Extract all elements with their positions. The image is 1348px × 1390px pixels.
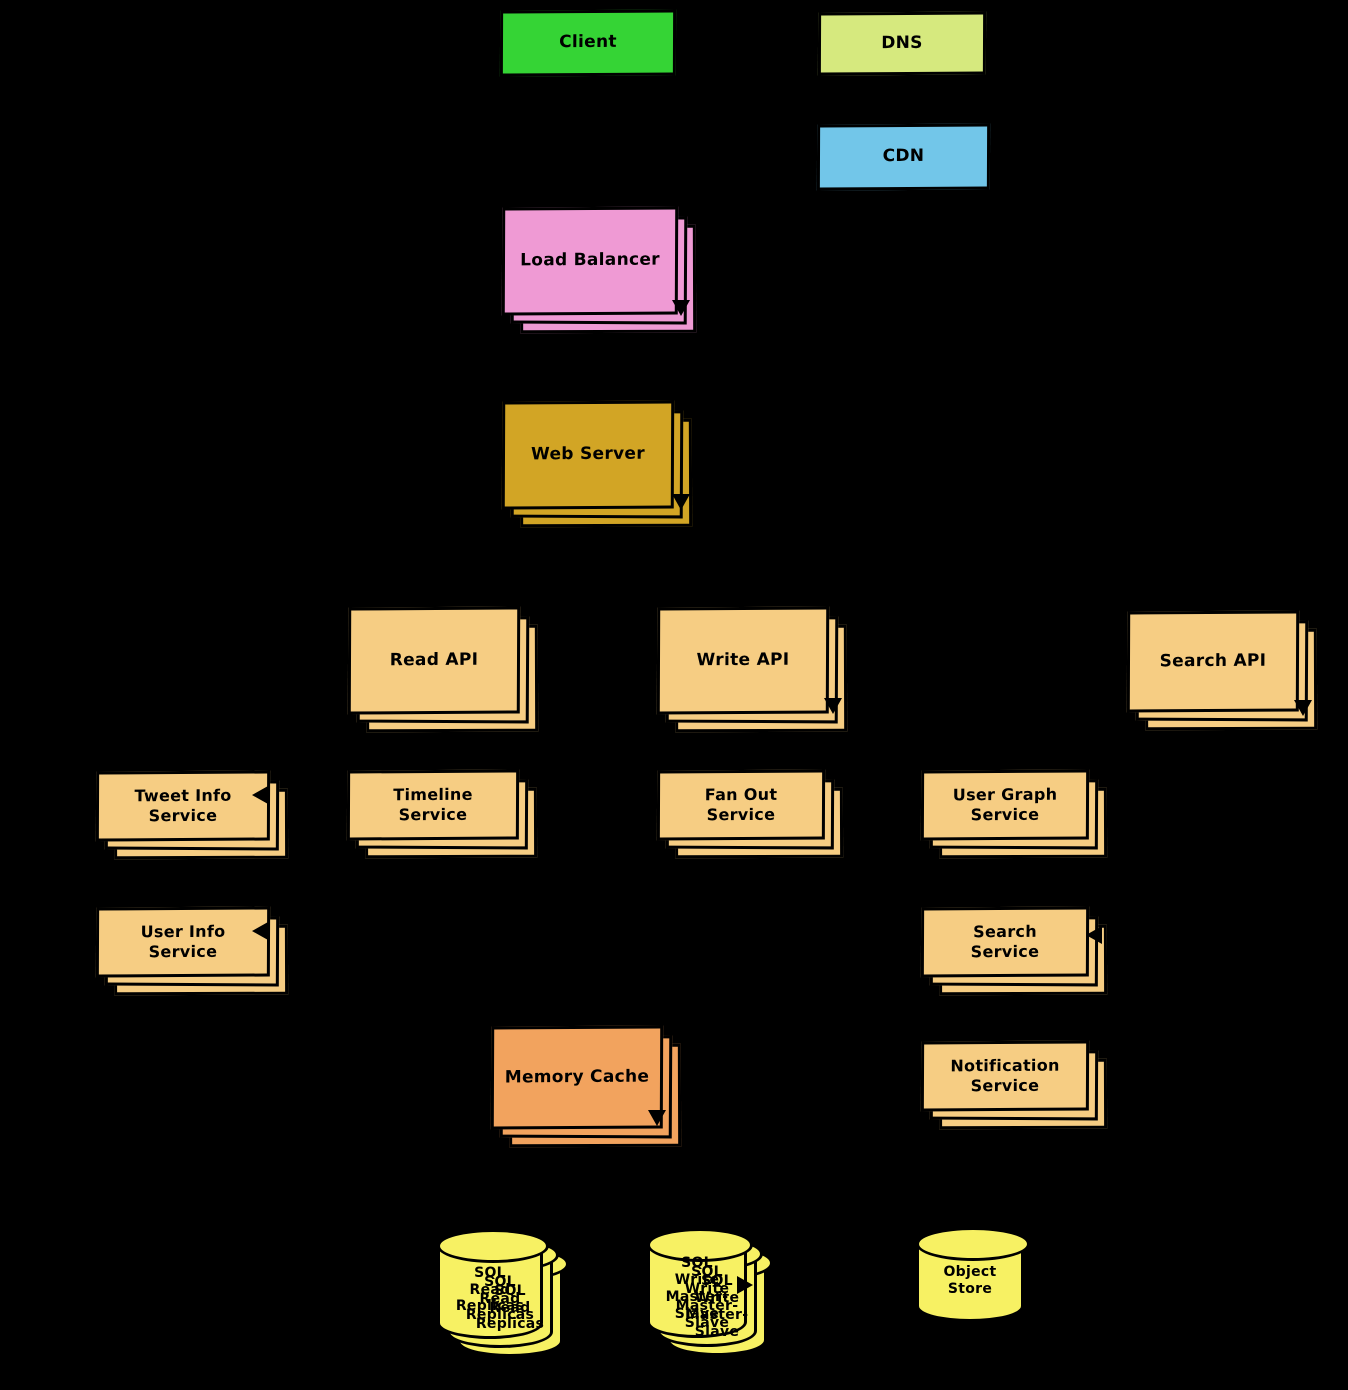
- node-user-graph-service-box: User Graph Service: [920, 769, 1090, 841]
- arrowhead-icon: [252, 786, 268, 804]
- node-dns-box: DNS: [817, 11, 987, 76]
- arrowhead-icon: [648, 1110, 666, 1126]
- node-web-server-label: Web Server: [530, 444, 645, 465]
- node-search-api-box: Search API: [1126, 610, 1300, 713]
- node-dns-label: DNS: [881, 32, 923, 54]
- node-timeline-service: Timeline Service: [346, 769, 538, 859]
- node-sql-write-master-slave-cylinder: SQL Write Master- Slave: [647, 1228, 753, 1338]
- node-memory-cache: Memory Cache: [490, 1025, 682, 1148]
- node-sql-write-master-slave: SQL Write Master- Slave SQL Write Master…: [647, 1228, 773, 1356]
- node-sql-write-master-slave-label-mid: SQL Write Master- Slave: [675, 1264, 739, 1331]
- arrowhead-icon: [252, 922, 268, 940]
- node-read-api-box: Read API: [347, 606, 521, 715]
- node-memory-cache-box: Memory Cache: [490, 1025, 664, 1130]
- node-dns: DNS: [817, 11, 987, 76]
- node-search-service-label: Search Service: [970, 921, 1040, 962]
- node-write-api-box: Write API: [656, 606, 830, 715]
- arrowhead-icon: [672, 494, 690, 510]
- node-sql-write-master-slave-label: SQL Write Master- Slave: [665, 1255, 729, 1322]
- node-fan-out-service: Fan Out Service: [656, 769, 844, 859]
- node-client: Client: [499, 9, 677, 77]
- node-object-store: Object Store: [916, 1227, 1030, 1322]
- arrowhead-icon: [1086, 926, 1102, 944]
- node-timeline-service-box: Timeline Service: [346, 769, 520, 841]
- node-memory-cache-label: Memory Cache: [504, 1066, 650, 1088]
- arrowhead-icon: [737, 1276, 753, 1294]
- node-tweet-info-service: Tweet Info Service: [95, 770, 289, 860]
- node-tweet-info-service-box: Tweet Info Service: [95, 770, 271, 842]
- node-object-store-label: Object Store: [943, 1263, 997, 1297]
- node-sql-read-replicas-cylinder: SQL Read Replicas: [437, 1229, 549, 1339]
- node-search-service-box: Search Service: [920, 906, 1090, 978]
- node-cdn: CDN: [816, 123, 991, 191]
- node-tweet-info-service-label: Tweet Info Service: [134, 785, 232, 826]
- node-sql-write-master-slave-label-back: SQL Write Master- Slave: [685, 1273, 749, 1340]
- node-user-info-service-label: User Info Service: [140, 921, 226, 962]
- arrowhead-icon: [824, 698, 842, 714]
- node-load-balancer-label: Load Balancer: [520, 249, 660, 271]
- node-sql-read-replicas-label-mid: SQL Read Replicas: [465, 1273, 535, 1324]
- node-user-graph-service-label: User Graph Service: [952, 784, 1058, 825]
- node-load-balancer-box: Load Balancer: [501, 206, 679, 316]
- node-fan-out-service-box: Fan Out Service: [656, 769, 826, 841]
- arrowhead-icon: [1294, 700, 1312, 716]
- node-search-api: Search API: [1126, 610, 1318, 731]
- node-search-api-label: Search API: [1159, 650, 1267, 672]
- node-cdn-label: CDN: [882, 146, 925, 167]
- node-notification-service: Notification Service: [920, 1040, 1108, 1130]
- node-sql-read-replicas-label-back: SQL Read Replicas: [475, 1282, 545, 1333]
- node-search-service: Search Service: [920, 906, 1108, 996]
- node-sql-read-replicas-label: SQL Read Replicas: [455, 1264, 525, 1315]
- node-user-info-service: User Info Service: [95, 906, 289, 996]
- node-user-info-service-box: User Info Service: [95, 906, 271, 978]
- node-cdn-box: CDN: [816, 123, 991, 191]
- arrowhead-icon: [672, 300, 690, 316]
- node-sql-read-replicas: SQL Read Replicas SQL Read Replicas SQL …: [437, 1229, 569, 1357]
- node-fan-out-service-label: Fan Out Service: [704, 784, 778, 825]
- node-notification-service-box: Notification Service: [920, 1040, 1090, 1112]
- node-read-api: Read API: [347, 606, 539, 733]
- node-object-store-cylinder: Object Store: [916, 1227, 1030, 1322]
- node-write-api: Write API: [656, 606, 848, 733]
- node-load-balancer: Load Balancer: [501, 206, 697, 334]
- node-client-label: Client: [559, 32, 617, 53]
- node-read-api-label: Read API: [389, 649, 479, 671]
- node-user-graph-service: User Graph Service: [920, 769, 1108, 859]
- node-client-box: Client: [499, 9, 677, 77]
- node-write-api-label: Write API: [696, 649, 790, 671]
- node-web-server: Web Server: [501, 400, 693, 528]
- node-notification-service-label: Notification Service: [950, 1055, 1060, 1096]
- node-web-server-box: Web Server: [501, 400, 675, 510]
- node-timeline-service-label: Timeline Service: [393, 784, 473, 825]
